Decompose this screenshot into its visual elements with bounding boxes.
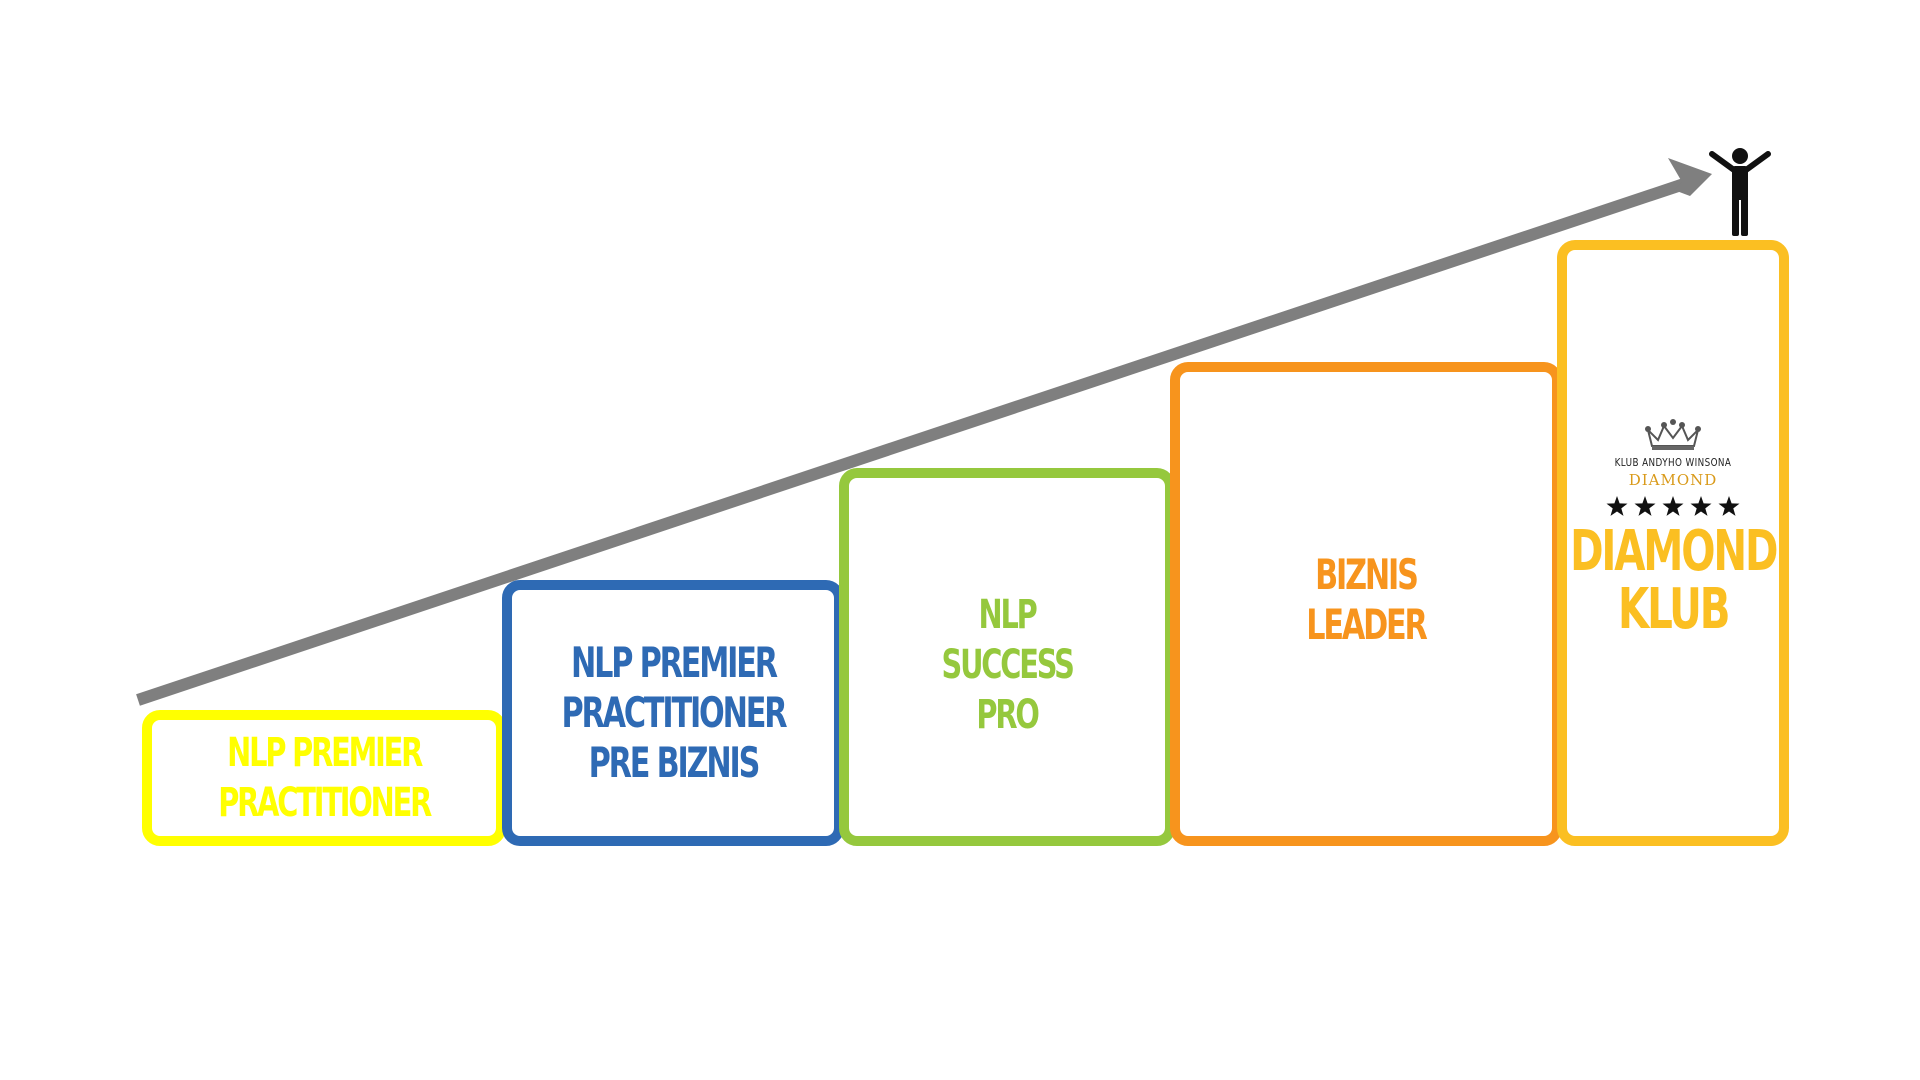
growth-arrow-head [1668,158,1712,196]
diamond-klub-logo: KLUB ANDYHO WINSONA DIAMOND [1600,418,1746,519]
crown-icon [1645,419,1701,450]
logo-name-text: DIAMOND [1628,471,1718,489]
star-icon [1690,496,1712,516]
logo-brand-text: KLUB ANDYHO WINSONA [1614,456,1732,469]
star-icon [1662,496,1684,516]
star-icon [1634,496,1656,516]
person-arms-raised-icon [1709,148,1771,236]
five-stars-icon [1606,496,1740,516]
star-icon [1718,496,1740,516]
star-icon [1606,496,1628,516]
